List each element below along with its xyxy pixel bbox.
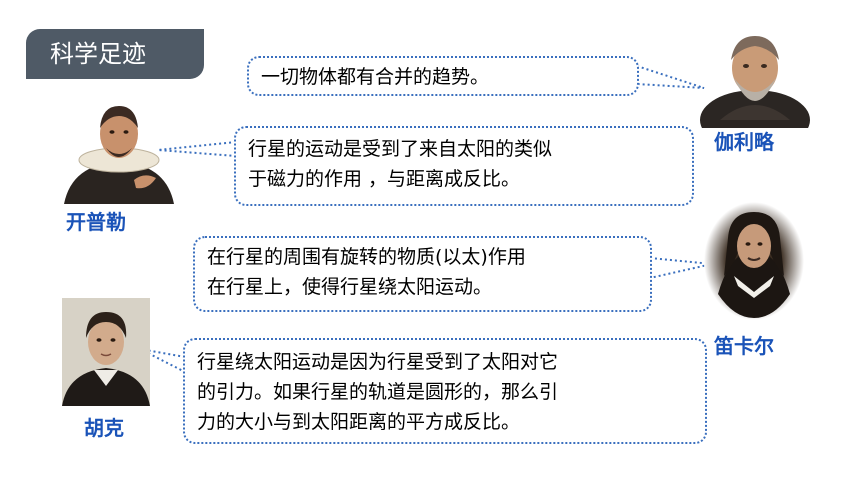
- section-title: 科学足迹: [26, 29, 204, 79]
- descartes-name: 笛卡尔: [714, 334, 774, 358]
- statement-line: 在行星的周围有旋转的物质(以太)作用: [207, 246, 526, 268]
- galileo-name: 伽利略: [714, 130, 774, 154]
- kepler-name: 开普勒: [66, 210, 126, 234]
- kepler-statement: 行星的运动是受到了来自太阳的类似 于磁力的作用 ，与距离成反比。: [234, 126, 694, 206]
- statement-line: 行星的运动是受到了来自太阳的类似: [248, 138, 553, 160]
- hooke-portrait: [62, 298, 150, 406]
- descartes-statement: 在行星的周围有旋转的物质(以太)作用 在行星上，使得行星绕太阳运动。: [193, 236, 652, 312]
- statement-line: 一切物体都有合并的趋势。: [261, 66, 490, 88]
- hooke-name: 胡克: [84, 416, 124, 440]
- statement-line: 于磁力的作用 ，与距离成反比。: [248, 168, 521, 190]
- descartes-portrait: [704, 202, 804, 320]
- descartes-connector: [649, 257, 713, 279]
- kepler-connector: [157, 141, 237, 157]
- hooke-statement: 行星绕太阳运动是因为行星受到了太阳对它 的引力。如果行星的轨道是圆形的，那么引 …: [183, 338, 707, 444]
- galileo-portrait: [700, 36, 810, 128]
- statement-line: 力的大小与到太阳距离的平方成反比。: [197, 411, 521, 433]
- galileo-connector: [636, 65, 705, 89]
- kepler-portrait: [64, 106, 174, 204]
- galileo-statement: 一切物体都有合并的趋势。: [247, 56, 639, 96]
- statement-line: 在行星上，使得行星绕太阳运动。: [207, 276, 493, 298]
- statement-line: 的引力。如果行星的轨道是圆形的，那么引: [197, 381, 559, 403]
- statement-line: 行星绕太阳运动是因为行星受到了太阳对它: [197, 351, 559, 373]
